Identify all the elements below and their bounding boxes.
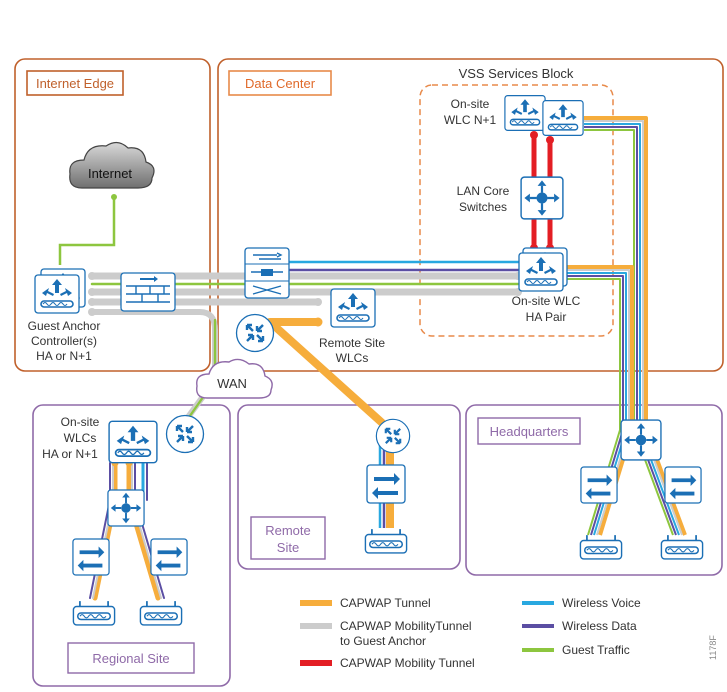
data-center-switch-icon [244, 247, 290, 299]
cloud-icon [69, 141, 155, 189]
regional-wlc-label-2: WLCs [64, 431, 97, 445]
onsite-wlc-n1-label-1: On-site [451, 97, 490, 111]
wan-router-icon [235, 313, 275, 353]
regional-site-zone [32, 404, 231, 687]
headquarters-zone [465, 404, 723, 576]
internet-edge-label: Internet Edge [36, 76, 114, 91]
remote-site-label: Remote [265, 523, 311, 538]
guest-anchor-wlc-icon-2 [34, 274, 80, 314]
firewall-icon [120, 272, 176, 312]
onsite-wlc-n1-label-2: WLC N+1 [444, 113, 497, 127]
regional-switch-left-icon [72, 538, 110, 576]
remote-site-label-line2: Site [277, 540, 299, 555]
data-center-label: Data Center [245, 76, 316, 91]
remote-site-zone [237, 404, 461, 570]
legend-wireless-voice: Wireless Voice [562, 596, 641, 610]
hq-core-icon [620, 418, 662, 462]
onsite-wlc-ha-icon-2 [518, 252, 564, 292]
vss-services-block [419, 84, 614, 337]
vss-services-label: VSS Services Block [459, 66, 574, 81]
guest-anchor-label-1: Guest Anchor [28, 319, 101, 333]
legend-wireless-data: Wireless Data [562, 619, 637, 633]
remote-site-wlcs-label-2: WLCs [336, 351, 369, 365]
onsite-wlc-ha-label-2: HA Pair [526, 310, 567, 324]
regional-router-icon [165, 414, 205, 454]
data-center-zone [217, 58, 724, 372]
guest-traffic-internet-link [58, 197, 116, 265]
onsite-wlc-n1-icon-2 [542, 99, 584, 137]
legend-capwap-mobility-guest-2: to Guest Anchor [340, 634, 426, 648]
hq-ap-right-icon [660, 534, 704, 560]
figure-id: 1178F [708, 635, 718, 660]
lan-core-label-2: Switches [459, 200, 507, 214]
legend-capwap-mobility-guest-1: CAPWAP MobilityTunnel [340, 619, 472, 633]
legend-guest-traffic: Guest Traffic [562, 643, 630, 657]
remote-site-wlcs-label-1: Remote Site [319, 336, 385, 350]
lan-core-switch-icon [520, 175, 564, 221]
regional-wlc-icon [108, 420, 158, 464]
onsite-wlc-n1-icon [504, 94, 546, 132]
guest-anchor-label-3: HA or N+1 [36, 349, 92, 363]
hq-switch-left-icon [580, 466, 618, 504]
regional-core-icon [106, 489, 146, 527]
hq-ap-left-icon [579, 534, 623, 560]
hq-switch-right-icon [664, 466, 702, 504]
remote-switch-icon [366, 464, 406, 504]
wan-cloud-icon [196, 358, 273, 399]
legend: CAPWAP Tunnel CAPWAP MobilityTunnel to G… [300, 596, 641, 670]
internet-edge-zone [14, 58, 211, 372]
remote-router-icon [375, 418, 411, 454]
remote-site-wlc-icon [330, 288, 376, 328]
onsite-wlc-ha-label-1: On-site WLC [512, 294, 581, 308]
wan-label: WAN [217, 376, 247, 391]
regional-site-label: Regional Site [92, 651, 169, 666]
regional-wlc-label-1: On-site [61, 415, 100, 429]
headquarters-label: Headquarters [490, 424, 569, 439]
legend-capwap-tunnel: CAPWAP Tunnel [340, 596, 431, 610]
regional-wlc-label-3: HA or N+1 [42, 447, 98, 461]
regional-ap-right-icon [139, 600, 183, 626]
guest-anchor-label-2: Controller(s) [31, 334, 97, 348]
regional-tunnels [89, 460, 165, 601]
lan-core-label-1: LAN Core [457, 184, 510, 198]
regional-ap-left-icon [72, 600, 116, 626]
regional-switch-right-icon [150, 538, 188, 576]
remote-ap-icon [364, 528, 408, 554]
legend-capwap-mobility: CAPWAP Mobility Tunnel [340, 656, 475, 670]
internet-label: Internet [88, 166, 132, 181]
